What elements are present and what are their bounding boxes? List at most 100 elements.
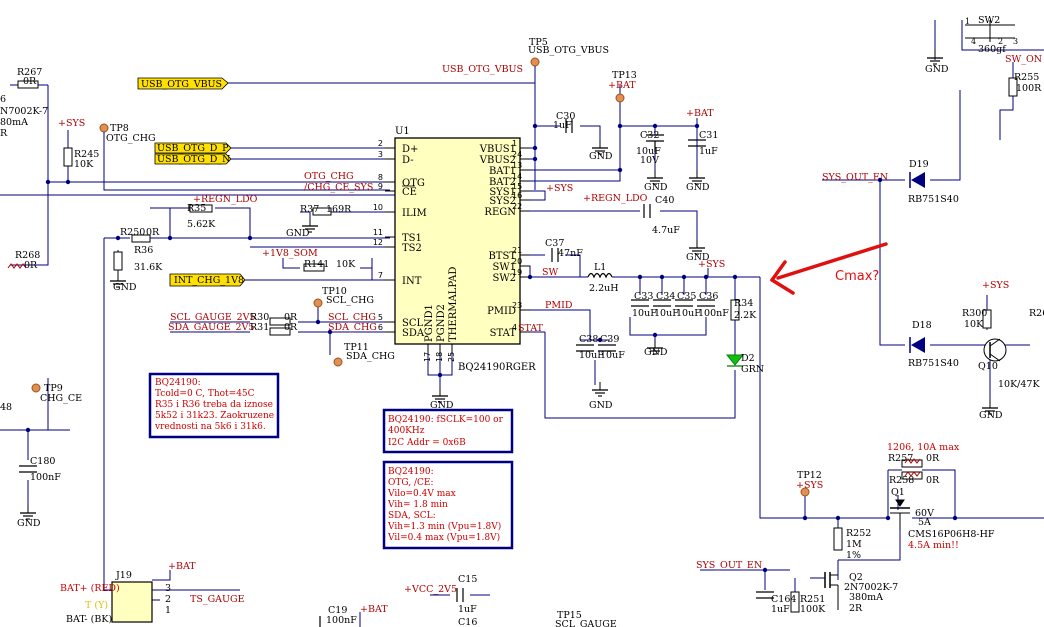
note-line: Tcold=0 C, Thot=45C (155, 389, 255, 399)
fragment-label: R (0, 128, 8, 139)
net-label: /CHG_CE_SYS (304, 182, 373, 193)
value-label: 100nF (30, 472, 61, 483)
fragment-label: 80mA (0, 117, 28, 128)
inductor-l1 (587, 272, 613, 279)
capacitor-c164 (756, 591, 774, 599)
pin-pgnd2: PGND2 (436, 304, 447, 342)
net-label: STAT (518, 323, 544, 334)
pin-dn: D- (402, 155, 414, 166)
ref-label: C39 (600, 334, 619, 345)
ref-label: C37 (545, 238, 564, 249)
note-box-logic: BQ24190: OTG, /CE: Vilo=0.4V max Vih= 1.… (382, 460, 514, 550)
resistor-r35 (189, 204, 213, 213)
pin-num: 7 (378, 271, 383, 280)
ref-label: C15 (458, 574, 477, 585)
tp-net: +SYS (796, 480, 823, 491)
pin-label: 4 (971, 37, 976, 46)
resistor-r34 (730, 299, 740, 321)
net-label: +REGN_LDO (583, 193, 648, 204)
value-label: 10uF (676, 308, 701, 319)
ic-pin-leads (385, 147, 530, 355)
testpoint-tp15: TP15 SCL_GAUGE (555, 610, 617, 627)
resistor-r258-zigzag (904, 471, 921, 477)
net-label: SDA_CHG (328, 322, 377, 333)
pin-btst: BTST (488, 251, 516, 262)
net-label: TS_GAUGE (190, 594, 245, 605)
pin-num: 9 (378, 182, 383, 191)
pin-sys1: SYS1 (489, 187, 516, 198)
resistor-r255 (1008, 77, 1018, 97)
pin-sw1: SW1 (493, 262, 517, 273)
resistor-r245 (63, 147, 73, 167)
ref-label: R268 (15, 250, 40, 261)
testpoint-tp11: TP11 SDA_CHG (333, 342, 395, 367)
pin-label: 3 (1013, 37, 1018, 46)
value-label: 2.2uH (589, 283, 619, 294)
capacitor-c35 (675, 299, 693, 307)
pin-num: 2 (378, 139, 383, 148)
ref-label: C16 (458, 617, 477, 627)
value-label: 47nF (558, 248, 583, 259)
ref-label: SW2 (978, 15, 1000, 26)
gnd-label: GND (589, 400, 613, 411)
pin-label: 3 (165, 583, 171, 594)
gnd-label: GND (979, 410, 1003, 421)
ref-label: C31 (699, 130, 718, 141)
gnd-label: GND (17, 518, 41, 529)
net-label: SDA_GAUGE_2V5 (168, 322, 254, 333)
resistor-r31 (269, 327, 291, 336)
resistor-r300 (982, 309, 992, 329)
resistor-r257 (901, 459, 923, 468)
pin-bat1: BAT1 (489, 166, 516, 177)
ref-label: C40 (655, 195, 674, 206)
value-label: 10K/47K (998, 379, 1040, 390)
ref-label: C19 (328, 605, 347, 616)
pin-dp: D+ (402, 144, 418, 155)
resistor-r252 (833, 527, 843, 551)
value-label: 31.6K (134, 262, 163, 273)
value-label: 2.2K (734, 310, 757, 321)
pin-num: 13 (512, 161, 522, 170)
value-label: 100nF (698, 308, 729, 319)
net-label: SYS_OUT_EN (696, 560, 762, 571)
value-label: 0R (24, 260, 38, 271)
ref-label: R245 (74, 149, 99, 160)
pin-scl: SCL (402, 318, 424, 329)
fuse-note: 1206, 10A max (887, 442, 960, 453)
connector-label: BAT- (BK) (66, 614, 112, 625)
pin-vbus1: VBUS1 (479, 144, 516, 155)
net-label: USB_OTG_D_P (157, 143, 229, 154)
pin-label: 1 (165, 605, 171, 616)
value-label: 4.7uF (652, 225, 680, 236)
ref-label: R35 (187, 203, 206, 214)
net-box-usb-d-n: USB_OTG_D_N (154, 153, 232, 165)
capacitor-c40 (643, 204, 651, 218)
net-label: SW_ON (1005, 54, 1042, 65)
capacitor-c37 (551, 248, 559, 262)
value-label: 0R (284, 312, 298, 323)
ic-ref: U1 (395, 126, 410, 137)
power-label: +VCC_2V5 (404, 584, 457, 595)
pin-regn: REGN (484, 207, 516, 218)
pin-ilim: ILIM (402, 208, 427, 219)
value-label: 100R (1016, 83, 1042, 94)
value-label: 1M (846, 539, 862, 550)
junctions (25, 123, 958, 573)
tp-ref: TP12 (797, 470, 822, 481)
resistor-r141 (303, 263, 325, 272)
pin-num: 11 (373, 228, 383, 237)
ref-label: C164 (771, 594, 796, 605)
ref-label: R36 (134, 245, 153, 256)
mosfet-q2 (824, 572, 839, 610)
ref-label: C32 (640, 130, 659, 141)
power-label: +SYS (58, 118, 85, 129)
capacitor-c30 (565, 119, 573, 133)
capacitor-c15 (456, 588, 464, 602)
net-label: SCL_GAUGE_2V5 (170, 312, 256, 323)
value-label: 1uF (771, 604, 790, 615)
net-box-usb-otg-vbus: USB_OTG_VBUS (137, 77, 229, 90)
value-label: 360gf (978, 44, 1007, 55)
pin-num: 3 (378, 150, 383, 159)
capacitor-c39 (598, 344, 616, 352)
